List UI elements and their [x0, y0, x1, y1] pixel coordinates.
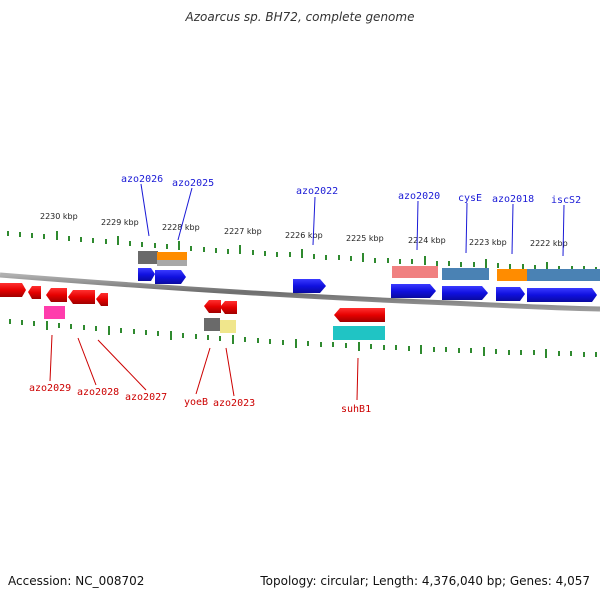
scale-label: 2226 kbp: [285, 231, 323, 240]
feature-bar-khaki[interactable]: [220, 320, 236, 333]
label-leader: [356, 357, 359, 401]
reverse-genes: [0, 283, 385, 322]
gene-arrow-yoeB[interactable]: [204, 300, 221, 313]
gene-arrow-suhB1[interactable]: [334, 308, 385, 322]
gene-label-azo2029[interactable]: azo2029: [29, 383, 71, 394]
gene-label-azo2027[interactable]: azo2027: [125, 392, 167, 403]
gene-arrow-azo2028[interactable]: [68, 290, 95, 304]
feature-bar-magenta[interactable]: [44, 306, 65, 319]
scale-label: 2230 kbp: [40, 212, 78, 221]
accession-text: Accession: NC_008702: [8, 574, 145, 588]
label-leader: [511, 203, 514, 255]
gene-arrow-reverse[interactable]: [0, 283, 26, 297]
scale-label: 2223 kbp: [469, 238, 507, 247]
gene-arrow-azo2023[interactable]: [220, 301, 237, 314]
scale-label: 2225 kbp: [346, 234, 384, 243]
reverse-feature-bars: [44, 306, 385, 340]
scale-label: 2224 kbp: [408, 236, 446, 245]
label-leader: [140, 183, 150, 237]
gene-label-azo2020[interactable]: azo2020: [398, 191, 440, 202]
label-leader: [97, 339, 147, 391]
label-leader: [77, 337, 97, 386]
label-leader: [312, 196, 316, 246]
forward-gene-labels: azo2026 azo2025 azo2022 azo2020 cysE azo…: [121, 174, 581, 257]
reverse-gene-labels: azo2029 azo2028 azo2027 yoeB azo2023 suh…: [29, 334, 371, 415]
feature-bar-orange[interactable]: [497, 269, 527, 281]
gene-arrow-iscS2[interactable]: [527, 288, 597, 302]
gene-label-azo2026[interactable]: azo2026: [121, 174, 163, 185]
label-leader: [465, 202, 468, 254]
label-leader: [416, 200, 419, 251]
gene-label-yoeB[interactable]: yoeB: [184, 397, 208, 408]
gene-arrow-azo2020[interactable]: [391, 284, 436, 298]
feature-bar-salmon[interactable]: [392, 266, 438, 278]
gene-arrow-azo2025[interactable]: [155, 270, 186, 284]
gene-label-azo2025[interactable]: azo2025: [172, 178, 214, 189]
genome-backbone: [0, 272, 600, 312]
scale-label: 2222 kbp: [530, 239, 568, 248]
label-leader: [195, 347, 211, 395]
genome-summary-text: Topology: circular; Length: 4,376,040 bp…: [260, 574, 590, 588]
inner-tick-ring: [9, 319, 597, 358]
gene-arrow-azo2022[interactable]: [293, 279, 326, 293]
forward-feature-bars: [138, 251, 600, 281]
label-leader: [177, 187, 193, 241]
gene-label-suhB1[interactable]: suhB1: [341, 404, 371, 415]
gene-label-azo2028[interactable]: azo2028: [77, 387, 119, 398]
gene-arrow-cysE[interactable]: [442, 286, 488, 300]
feature-bar-silver[interactable]: [157, 260, 187, 266]
gene-arrow-azo2027[interactable]: [96, 293, 108, 306]
scale-label: 2227 kbp: [224, 227, 262, 236]
gene-arrow-azo2026[interactable]: [138, 268, 155, 281]
feature-bar-gray[interactable]: [204, 318, 220, 331]
gene-label-azo2022[interactable]: azo2022: [296, 186, 338, 197]
gene-arrow-azo2018[interactable]: [496, 287, 525, 301]
gene-label-cysE[interactable]: cysE: [458, 193, 482, 204]
forward-genes: [138, 268, 597, 302]
feature-bar-steelblue[interactable]: [442, 268, 489, 280]
feature-bar-steelblue[interactable]: [527, 269, 600, 281]
label-leader: [49, 334, 53, 382]
scale-label: 2229 kbp: [101, 218, 139, 227]
gene-label-azo2023[interactable]: azo2023: [213, 398, 255, 409]
label-leader: [225, 347, 235, 397]
outer-tick-ring: [7, 231, 597, 272]
scale-labels: 2230 kbp 2229 kbp 2228 kbp 2227 kbp 2226…: [40, 212, 568, 248]
map-title: Azoarcus sp. BH72, complete genome: [185, 10, 415, 24]
gene-arrow-reverse[interactable]: [28, 286, 41, 299]
label-leader: [562, 204, 565, 257]
gene-arrow-reverse[interactable]: [46, 288, 67, 302]
feature-bar-orange[interactable]: [157, 252, 187, 260]
feature-bar-gray[interactable]: [138, 251, 158, 264]
feature-bar-cyan[interactable]: [333, 326, 385, 340]
gene-label-iscS2[interactable]: iscS2: [551, 195, 581, 206]
gene-label-azo2018[interactable]: azo2018: [492, 194, 534, 205]
